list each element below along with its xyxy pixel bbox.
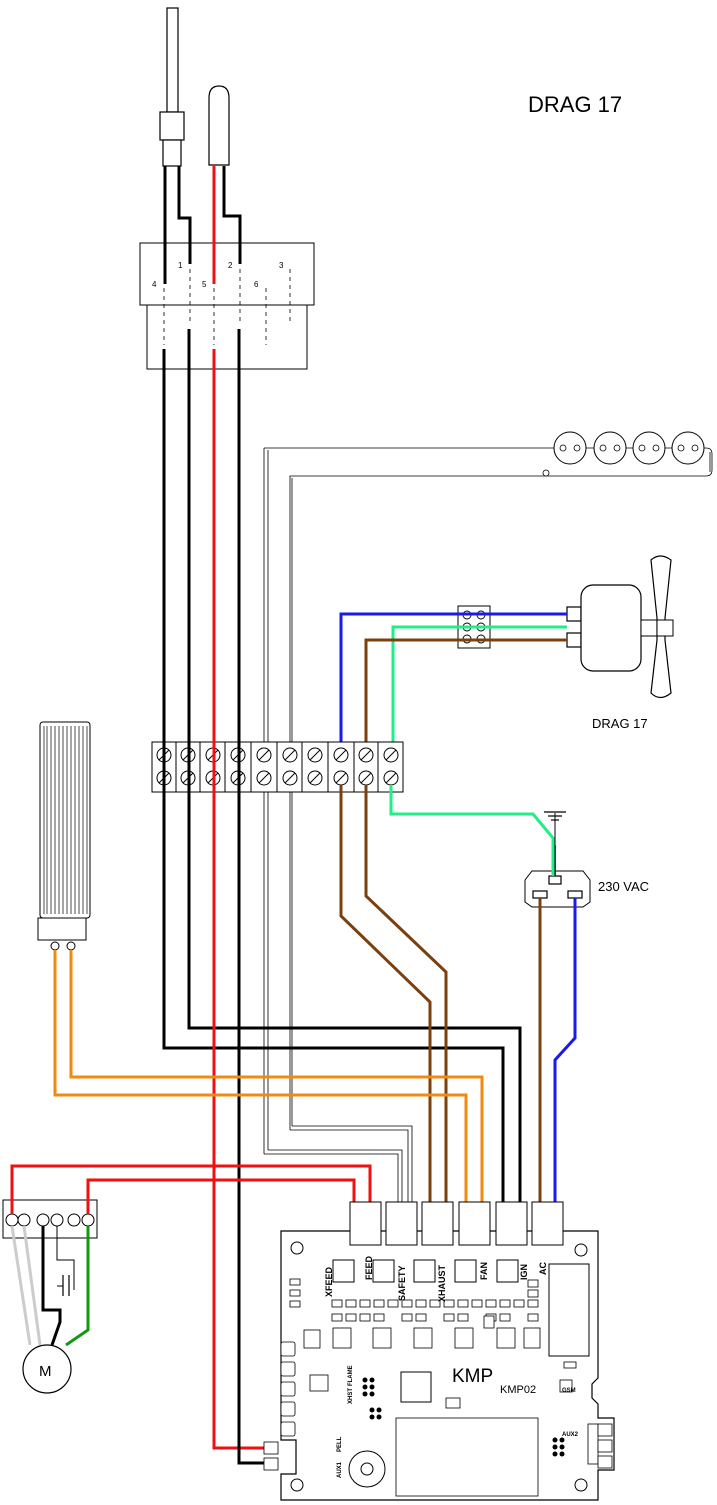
board-brand: KMP bbox=[452, 1366, 493, 1387]
power-wires bbox=[389, 785, 577, 1210]
output-label-fan: FAN bbox=[479, 1262, 489, 1280]
output-label-ac: AC bbox=[538, 1262, 548, 1275]
board-model: KMP02 bbox=[500, 1384, 536, 1396]
motor-wires bbox=[10, 1164, 372, 1347]
power-inlet bbox=[524, 811, 591, 908]
controller-board bbox=[263, 1201, 615, 1501]
terminal-label-3: 3 bbox=[279, 261, 284, 270]
fan-label: DRAG 17 bbox=[592, 716, 648, 731]
terminal-label-4: 4 bbox=[152, 280, 157, 289]
terminal-label-2: 2 bbox=[228, 261, 233, 270]
side-label-xhst: XHST bbox=[348, 1388, 354, 1404]
lamp-row bbox=[263, 431, 713, 1154]
fan-motor bbox=[566, 555, 674, 699]
fan-wires bbox=[339, 612, 567, 760]
side-label-pell: PELL bbox=[337, 1436, 343, 1452]
auger-motor bbox=[37, 721, 91, 951]
output-label-xhaust: XHAUST bbox=[437, 1264, 447, 1302]
output-label-feed: FEED bbox=[364, 1255, 374, 1280]
side-label-flame: FLAME bbox=[348, 1365, 354, 1386]
orange-wires bbox=[53, 950, 484, 1210]
terminal-label-6: 6 bbox=[254, 280, 259, 289]
output-label-ign: IGN bbox=[519, 1264, 529, 1280]
motor-symbol bbox=[22, 1344, 72, 1394]
side-label-aux2: AUX2 bbox=[562, 1432, 579, 1438]
output-label-xfeed: XFEED bbox=[324, 1266, 334, 1297]
power-label: 230 VAC bbox=[598, 879, 649, 894]
lamp-wires bbox=[264, 1125, 413, 1210]
terminal-label-5: 5 bbox=[202, 280, 207, 289]
overheat-sensor bbox=[208, 85, 230, 166]
motor-terminal-block bbox=[2, 1199, 98, 1239]
side-label-aux1: AUX1 bbox=[337, 1461, 343, 1478]
diagram-title: DRAG 17 bbox=[528, 92, 622, 117]
output-label-safety: SAFETY bbox=[397, 1265, 407, 1301]
sensor-wires bbox=[162, 166, 522, 1465]
temperature-probe bbox=[159, 7, 185, 167]
brown-wires bbox=[339, 785, 448, 1210]
side-label-gsm: GSM bbox=[562, 1388, 576, 1394]
thermostat-switch: 1 2 3 4 5 6 bbox=[139, 242, 315, 370]
motor-label: M bbox=[39, 1363, 52, 1380]
terminal-label-1: 1 bbox=[178, 261, 183, 270]
capacitor bbox=[57, 1275, 70, 1296]
